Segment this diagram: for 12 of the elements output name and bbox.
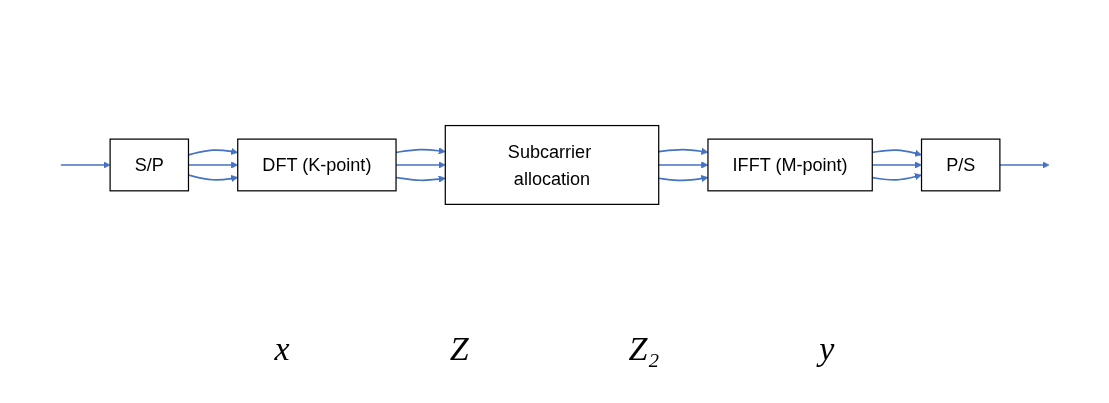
node-box: S/P bbox=[109, 138, 189, 192]
arrow bbox=[59, 161, 110, 169]
node-box: Subcarrier allocation bbox=[444, 125, 659, 205]
node-box: IFFT (M-point) bbox=[706, 138, 873, 192]
node-box: DFT (K-point) bbox=[236, 138, 397, 192]
signal-label: Z₂ bbox=[628, 330, 660, 368]
node-box: P/S bbox=[920, 138, 1000, 192]
arrow bbox=[187, 161, 238, 169]
signal-label: Z bbox=[449, 330, 469, 368]
arrow bbox=[187, 174, 238, 183]
signal-label: x bbox=[274, 330, 290, 368]
arrow bbox=[187, 147, 238, 156]
